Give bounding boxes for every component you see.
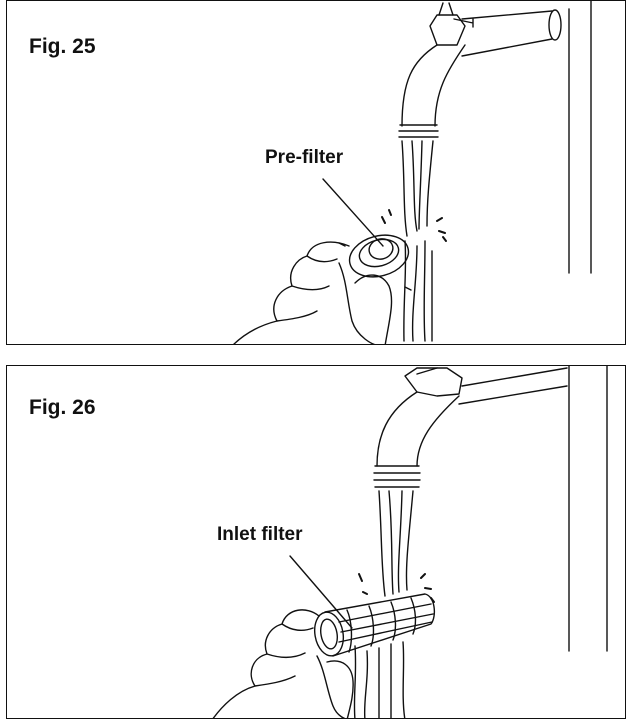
inlet-filter-label: Inlet filter	[217, 524, 303, 545]
pre-filter-rim	[345, 229, 413, 283]
pre-filter-dome	[367, 236, 395, 262]
faucet-pipe	[417, 368, 567, 404]
faucet-body	[402, 45, 465, 126]
inlet-filter-leader-line	[290, 556, 352, 628]
faucet-pipe	[462, 11, 552, 56]
figure-label: Fig. 25	[29, 35, 96, 58]
hand-fingers	[232, 242, 349, 345]
figure-26-panel: Fig. 26 Inlet filter	[6, 365, 626, 719]
water-flow-lower	[354, 642, 405, 719]
faucet-nut	[405, 368, 462, 396]
inlet-filter-opening	[311, 610, 346, 658]
faucet-pipe-end	[549, 10, 561, 40]
figure-25-illustration	[7, 1, 626, 345]
faucet-handle	[439, 3, 473, 27]
hand-thumb	[317, 656, 353, 719]
faucet-body	[377, 392, 459, 466]
inlet-filter-mesh-lines	[339, 604, 433, 642]
inlet-filter-mesh-rings	[347, 598, 415, 652]
water-stream	[402, 141, 433, 236]
hand-knuckles	[277, 256, 337, 321]
water-stream	[379, 491, 413, 596]
pre-filter-leader-line	[323, 179, 383, 246]
figure-25-panel: Fig. 25 Pre-filter	[6, 0, 626, 345]
water-splash	[359, 574, 434, 602]
spout-threads	[399, 125, 438, 137]
pre-filter-label: Pre-filter	[265, 147, 344, 168]
inlet-filter-body	[325, 594, 434, 656]
water-splash	[382, 210, 446, 241]
spout-threads	[374, 466, 420, 487]
figure-26-illustration	[7, 366, 626, 719]
hand-knuckles	[255, 624, 313, 686]
inlet-filter-bore	[319, 618, 340, 650]
hand-fingers	[212, 610, 319, 719]
hand-thumb	[339, 263, 392, 345]
figure-label: Fig. 26	[29, 396, 96, 419]
